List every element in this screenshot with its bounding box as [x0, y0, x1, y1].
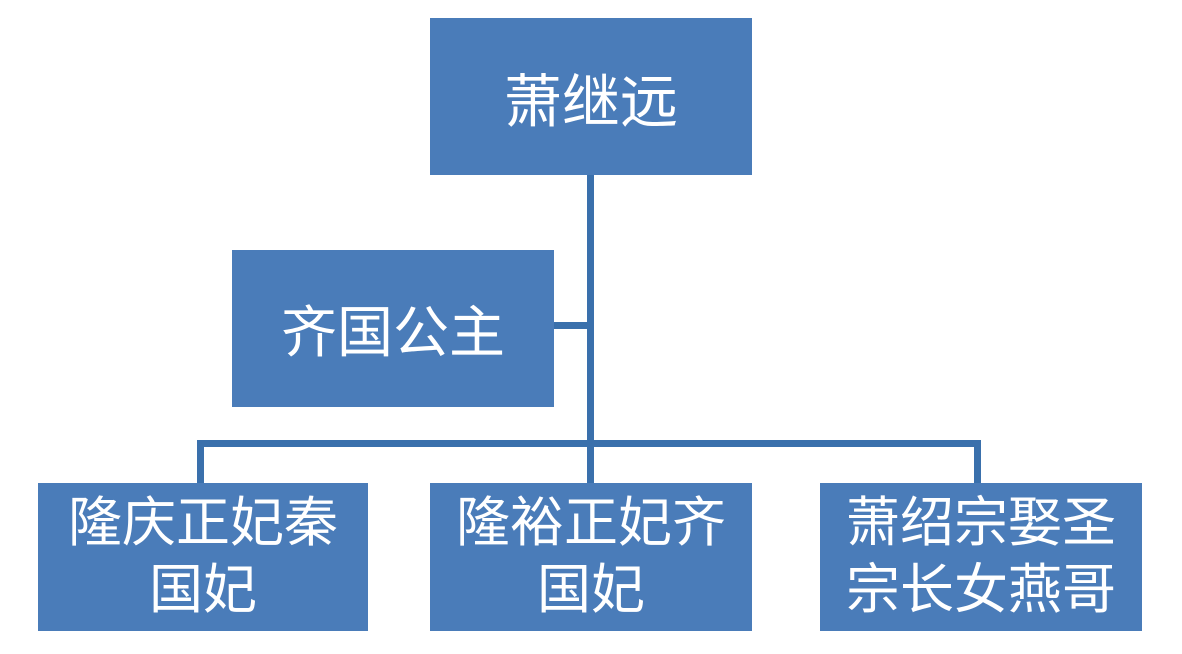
node-label: 齐国公主 [281, 303, 505, 365]
node-qi-guo-gongzhu: 齐国公主 [232, 250, 554, 407]
connector-root-vertical [587, 175, 594, 483]
node-label-line1: 萧绍宗娶圣 [846, 492, 1116, 553]
node-xiao-shaozong: 萧绍宗娶圣 宗长女燕哥 [820, 483, 1142, 631]
connector-child1-stub [197, 440, 204, 483]
node-label-line2: 宗长女燕哥 [846, 560, 1116, 620]
connector-spouse-stub [552, 322, 594, 329]
node-label-line1: 隆庆正妃秦 [68, 492, 338, 553]
connector-horizontal-bar [197, 440, 981, 447]
node-label: 萧继远 [503, 69, 678, 135]
node-xiao-jiyuan: 萧继远 [430, 18, 752, 175]
node-label-line1: 隆裕正妃齐 [456, 492, 726, 553]
connector-child3-stub [974, 440, 981, 483]
node-longqing-zhengfei: 隆庆正妃秦 国妃 [38, 483, 368, 631]
node-label-line2: 国妃 [149, 560, 257, 620]
node-label-line2: 国妃 [537, 560, 645, 620]
node-longyu-zhengfei: 隆裕正妃齐 国妃 [430, 483, 752, 631]
